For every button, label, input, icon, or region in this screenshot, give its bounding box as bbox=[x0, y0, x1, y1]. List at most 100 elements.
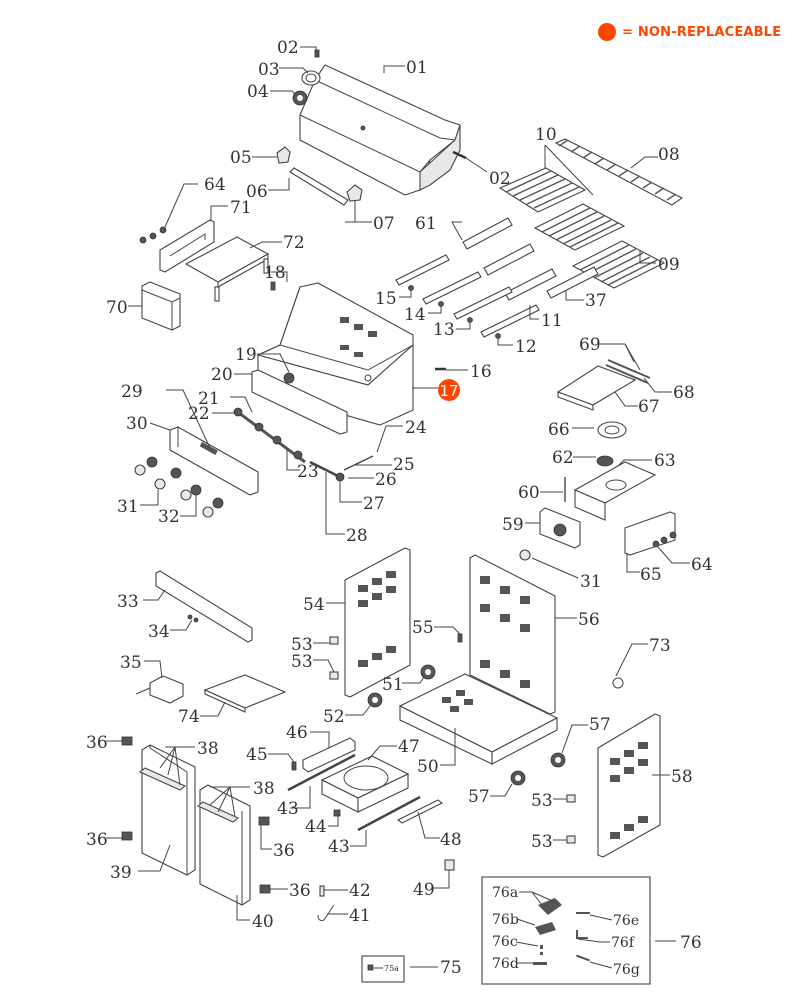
part-01-lid bbox=[299, 64, 461, 196]
label-25: 25 bbox=[393, 455, 415, 475]
label-66: 66 bbox=[548, 420, 570, 440]
part-44-clip bbox=[333, 809, 341, 817]
label-27: 27 bbox=[363, 494, 385, 514]
label-39: 39 bbox=[110, 863, 132, 883]
non-replaceable-dot-icon bbox=[598, 23, 616, 41]
label-76g: 76g bbox=[613, 962, 640, 978]
label-13: 13 bbox=[433, 320, 455, 340]
label-24: 24 bbox=[405, 418, 427, 438]
legend-text: = NON-REPLACEABLE bbox=[622, 24, 782, 40]
label-76e: 76e bbox=[613, 913, 639, 929]
label-53-c: 53 bbox=[531, 791, 553, 811]
part-61-heat-shields bbox=[462, 217, 599, 301]
label-76: 76 bbox=[680, 933, 702, 953]
part-10-cooking-grate-left bbox=[498, 167, 587, 213]
label-71: 71 bbox=[230, 198, 252, 218]
label-38-a: 38 bbox=[197, 739, 219, 759]
part-72-side-shelf bbox=[184, 236, 270, 302]
label-12: 12 bbox=[515, 337, 537, 357]
part-75-box bbox=[361, 955, 405, 983]
label-01: 01 bbox=[406, 58, 428, 78]
label-46: 46 bbox=[286, 723, 308, 743]
label-08: 08 bbox=[658, 145, 680, 165]
part-06-handle-bar bbox=[289, 167, 349, 206]
part-43-drawer-slides bbox=[287, 753, 421, 832]
part-64-knobs-left bbox=[139, 226, 167, 244]
part-04-thermometer bbox=[292, 90, 308, 106]
label-47: 47 bbox=[398, 737, 420, 757]
label-31-right: 31 bbox=[580, 572, 602, 592]
label-73: 73 bbox=[649, 636, 671, 656]
label-67: 67 bbox=[638, 397, 660, 417]
label-36-a: 36 bbox=[86, 733, 108, 753]
label-36-c: 36 bbox=[273, 841, 295, 861]
label-52: 52 bbox=[323, 707, 345, 727]
label-43-b: 43 bbox=[328, 837, 350, 857]
label-68: 68 bbox=[673, 383, 695, 403]
part-19-igniter-module bbox=[283, 372, 295, 384]
label-60: 60 bbox=[518, 483, 540, 503]
part-34-bolts bbox=[187, 614, 199, 623]
label-72: 72 bbox=[283, 233, 305, 253]
part-10-cooking-grate-middle bbox=[533, 203, 626, 251]
part-62-side-burner bbox=[596, 455, 614, 467]
label-48: 48 bbox=[440, 830, 462, 850]
label-75: 75 bbox=[440, 958, 462, 978]
label-65: 65 bbox=[640, 565, 662, 585]
label-14: 14 bbox=[404, 305, 426, 325]
part-59-side-control-panel bbox=[539, 507, 581, 549]
label-05: 05 bbox=[230, 148, 252, 168]
part-22-23-valves-manifold bbox=[233, 407, 306, 464]
label-75a: 75a bbox=[384, 964, 399, 973]
label-57-top: 57 bbox=[589, 715, 611, 735]
part-67-side-burner-lid bbox=[556, 365, 637, 411]
part-71-side-panel bbox=[159, 219, 215, 273]
label-11: 11 bbox=[541, 311, 563, 331]
label-33: 33 bbox=[117, 592, 139, 612]
label-59: 59 bbox=[502, 515, 524, 535]
part-38-door-handle-left bbox=[138, 767, 187, 791]
part-18-bolt bbox=[270, 281, 276, 291]
burner-igniters bbox=[408, 285, 501, 339]
part-73-spring bbox=[612, 677, 624, 689]
label-19: 19 bbox=[235, 345, 257, 365]
label-54: 54 bbox=[303, 595, 325, 615]
label-76a: 76a bbox=[492, 885, 518, 901]
part-31-side-knob bbox=[519, 549, 531, 561]
part-39-left-door bbox=[141, 744, 196, 876]
label-03: 03 bbox=[258, 60, 280, 80]
part-69-lid-hinges bbox=[605, 359, 651, 384]
part-05-handle-bracket bbox=[276, 146, 291, 164]
part-02-screw-right bbox=[452, 150, 467, 160]
label-07: 07 bbox=[373, 214, 395, 234]
part-02-screw bbox=[314, 49, 320, 58]
part-15-burner bbox=[395, 254, 450, 286]
part-14-burner bbox=[422, 271, 482, 305]
label-31-left: 31 bbox=[117, 497, 139, 517]
label-04: 04 bbox=[247, 82, 269, 102]
part-30-control-panel bbox=[169, 426, 259, 496]
part-47-tank-tray bbox=[320, 755, 410, 813]
label-02-right: 02 bbox=[489, 169, 511, 189]
label-06: 06 bbox=[246, 182, 268, 202]
label-28: 28 bbox=[346, 526, 368, 546]
part-03-thermometer-bezel bbox=[301, 70, 321, 86]
part-64-knobs-right bbox=[652, 531, 677, 548]
part-08-warming-rack bbox=[554, 138, 684, 206]
label-15: 15 bbox=[375, 289, 397, 309]
part-20-heat-shield-strip bbox=[251, 369, 348, 435]
label-23: 23 bbox=[297, 462, 319, 482]
part-09-cooking-grate-right bbox=[571, 240, 666, 289]
label-34: 34 bbox=[148, 622, 170, 642]
label-18: 18 bbox=[264, 263, 286, 283]
label-22: 22 bbox=[188, 404, 210, 424]
part-66-burner-support bbox=[597, 421, 627, 439]
label-45: 45 bbox=[246, 745, 268, 765]
part-49-latch bbox=[444, 859, 455, 871]
label-53-a: 53 bbox=[291, 635, 313, 655]
label-29: 29 bbox=[121, 382, 143, 402]
label-61: 61 bbox=[415, 214, 437, 234]
label-41: 41 bbox=[349, 906, 371, 926]
label-55: 55 bbox=[412, 618, 434, 638]
part-52-caster bbox=[367, 692, 383, 708]
